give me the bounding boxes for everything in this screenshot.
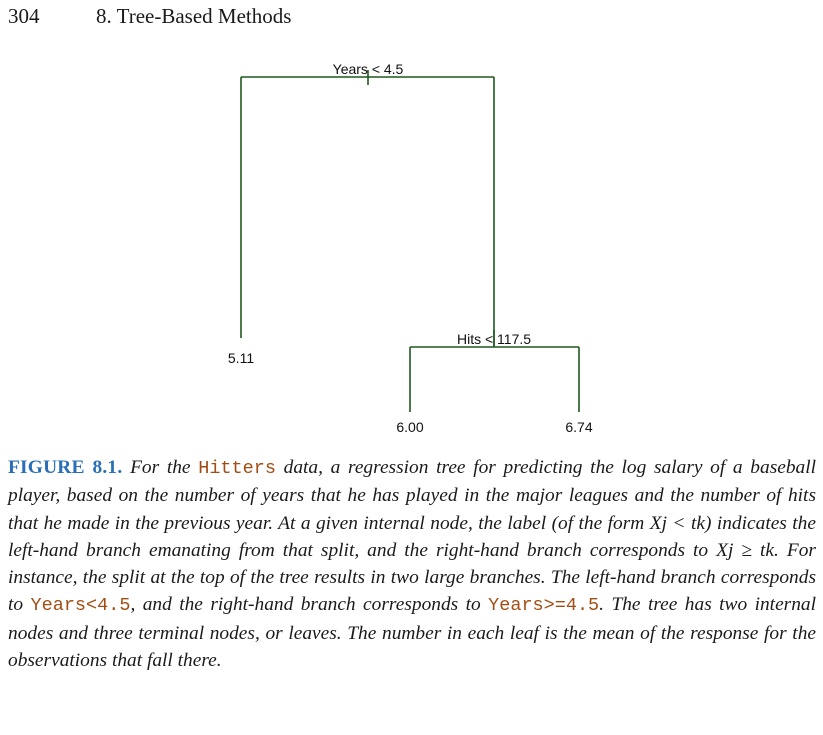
running-head: 8. Tree-Based Methods — [96, 4, 292, 28]
root-split-label: Years < 4.5 — [333, 61, 404, 77]
caption-text-5: , and the right-hand branch corresponds … — [130, 594, 489, 616]
math-right-form: Xj ≥ tk — [716, 539, 775, 561]
caption-text-6: . The tree has two internal nodes and th… — [8, 594, 816, 672]
code-hitters: Hitters — [198, 458, 276, 479]
code-years-ge: Years>=4.5 — [488, 595, 600, 617]
code-years-lt: Years<4.5 — [30, 595, 131, 617]
page-number: 304 — [8, 4, 40, 28]
tree-edges — [240, 70, 580, 412]
hits-split-label: Hits < 117.5 — [457, 331, 531, 347]
caption-text-2: data, a regression tree for predicting t… — [8, 457, 817, 534]
figure-label: FIGURE 8.1. — [8, 457, 123, 478]
caption-text-4: . For instance, the split at the top of … — [8, 539, 816, 616]
regression-tree-figure: Years < 4.5 Hits < 117.5 5.11 6.00 6.74 — [0, 40, 823, 450]
leaf-middle-value: 6.00 — [396, 419, 423, 435]
leaf-right-value: 6.74 — [565, 419, 592, 435]
math-split-form: Xj < tk — [649, 512, 705, 534]
leaf-left-value: 5.11 — [228, 350, 254, 366]
caption-text-1: For the — [122, 457, 199, 478]
page-header: 304 8. Tree-Based Methods — [8, 4, 815, 32]
caption-text-3: ) indicates the left-hand branch emanati… — [8, 512, 816, 561]
regression-tree-svg: Years < 4.5 Hits < 117.5 5.11 6.00 6.74 — [228, 61, 593, 435]
figure-caption: FIGURE 8.1. For the Hitters data, a regr… — [8, 454, 816, 674]
